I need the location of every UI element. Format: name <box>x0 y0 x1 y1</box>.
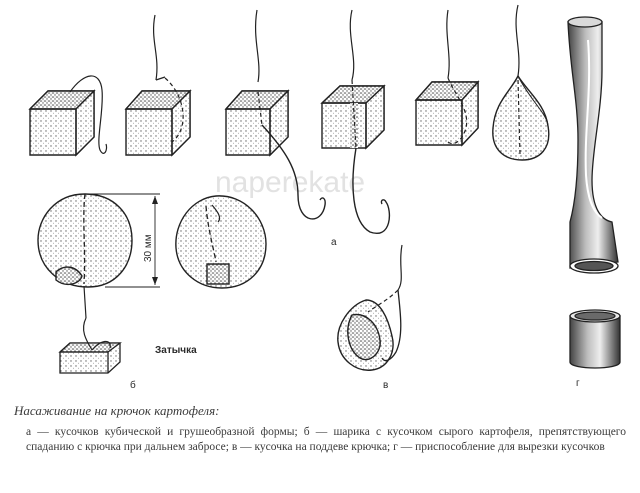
caption-title: Насаживание на крючок картофеля: <box>14 403 220 418</box>
ball-bait-with-dimension <box>37 193 160 319</box>
cube-bait-4 <box>320 9 391 235</box>
hook-bait-v <box>337 244 403 371</box>
cube-bait-5 <box>414 9 480 147</box>
label-b: б <box>130 379 136 391</box>
pear-bait <box>492 4 550 161</box>
cutting-tool-plug <box>569 309 621 369</box>
watermark-text: naperekate <box>215 166 365 199</box>
cube-bait-3 <box>224 9 326 220</box>
label-v: в <box>383 380 388 391</box>
plug-piece <box>58 317 122 374</box>
cutting-tool <box>567 16 619 274</box>
label-a: а <box>331 237 337 248</box>
dimension-label: 30 мм <box>143 234 154 262</box>
ball-bait-with-plug <box>175 195 267 289</box>
figure-caption: Насаживание на крючок картофеля: а — кус… <box>14 403 626 455</box>
potato-bait-illustration: naperekate <box>28 4 621 391</box>
caption-body: а — кусочков кубической и грушеобразной … <box>26 426 626 453</box>
label-g: г <box>576 378 580 389</box>
label-plug: Затычка <box>155 345 197 356</box>
cube-bait-2 <box>124 14 192 157</box>
cube-bait-1 <box>28 75 108 157</box>
